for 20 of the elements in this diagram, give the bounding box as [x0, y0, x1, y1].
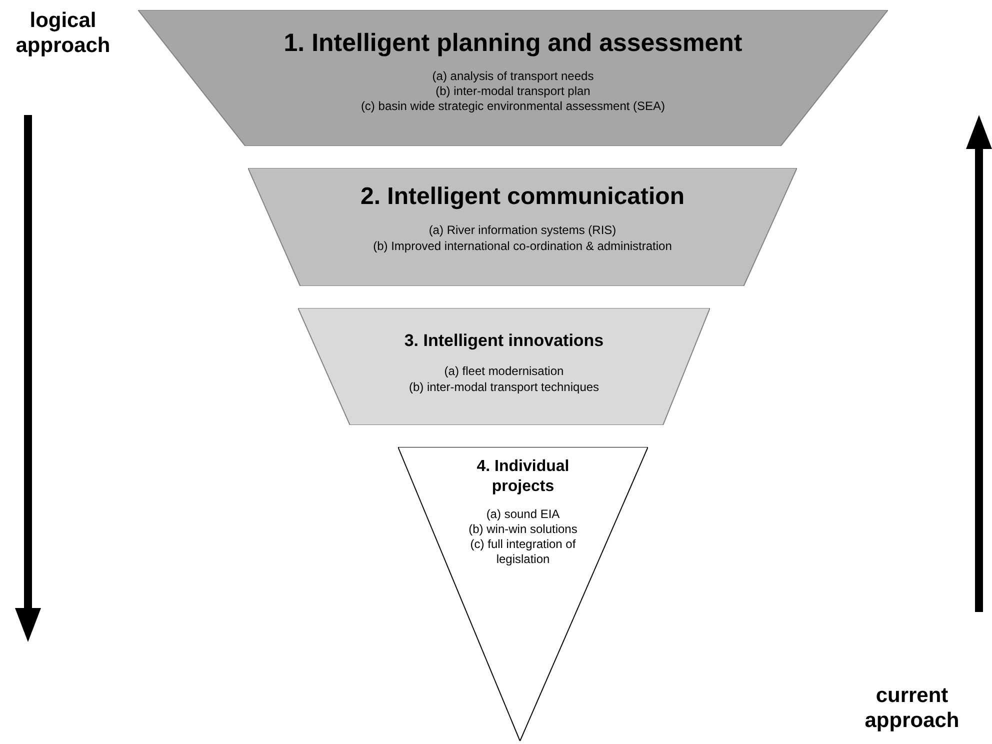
level-item: (b) win-win solutions — [468, 522, 578, 537]
level-item: (a) analysis of transport needs — [432, 69, 594, 84]
approach-label: current approach — [864, 683, 960, 733]
level-item: (a) sound EIA — [486, 507, 560, 522]
trapezoid-box — [248, 168, 797, 286]
level-item: (c) full integration of legislation — [469, 537, 577, 567]
level-item: (b) inter-modal transport techniques — [408, 379, 600, 396]
trapezoid-box — [138, 10, 888, 146]
level-title: 3. Intelligent innovations — [404, 330, 604, 352]
level-title: 4. Individual projects — [476, 457, 570, 497]
level-item: (c) basin wide strategic environmental assessment (SEA) — [360, 99, 666, 114]
level-item: (b) inter-modal transport plan — [436, 84, 590, 100]
trapezoid-box — [398, 447, 648, 741]
level-item: (b) Improved international co-ordination & administration — [373, 238, 672, 254]
trapezoid-box — [298, 308, 710, 425]
level-title: 2. Intelligent communication — [360, 182, 685, 212]
level-title: 1. Intelligent planning and assessment — [282, 28, 744, 59]
level-item: (a) River information systems (RIS) — [428, 222, 616, 238]
approach-label: logical approach — [14, 8, 112, 58]
level-item: (a) fleet modernisation — [444, 363, 564, 380]
